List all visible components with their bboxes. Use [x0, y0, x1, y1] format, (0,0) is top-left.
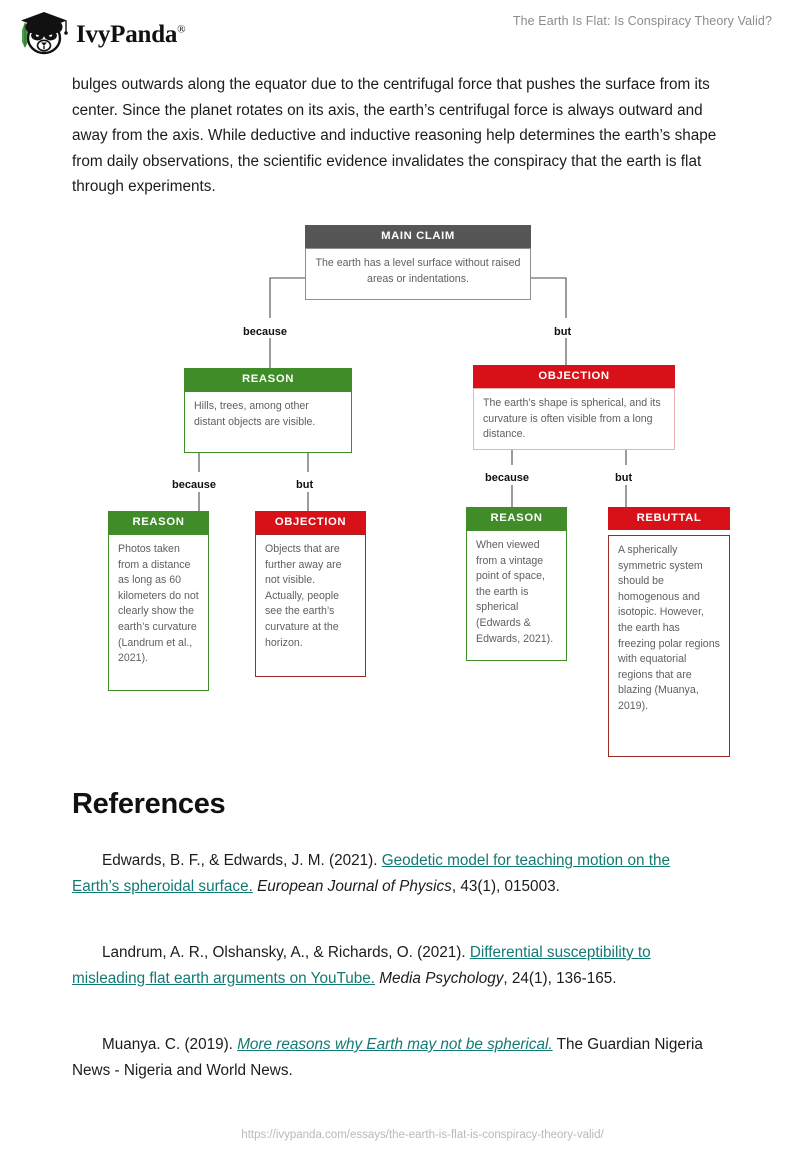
node-reason-l1-body: Photos taken from a distance as long as … — [108, 534, 209, 691]
body-paragraph: bulges outwards along the equator due to… — [72, 76, 717, 196]
node-reason-left-body: Hills, trees, among other distant object… — [184, 391, 352, 453]
reference-item-3: Muanya. C. (2019). More reasons why Eart… — [72, 1032, 718, 1083]
footer-url: https://ivypanda.com/essays/the-earth-is… — [241, 1129, 604, 1141]
node-main-claim-header: MAIN CLAIM — [305, 225, 531, 248]
node-objection-l2: OBJECTION Objects that are further away … — [255, 511, 366, 677]
brand-registered-mark: ® — [177, 23, 186, 36]
node-objection-right-body: The earth’s shape is spherical, and its … — [473, 388, 675, 450]
reference-2-detail: , 24(1), 136-165. — [503, 969, 617, 987]
panda-graduate-logo-icon — [21, 12, 68, 55]
page-header: IvyPanda® The Earth Is Flat: Is Conspira… — [0, 0, 800, 62]
reference-3-link[interactable]: More reasons why Earth may not be spheri… — [237, 1036, 553, 1053]
reference-item-2: Landrum, A. R., Olshansky, A., & Richard… — [72, 940, 718, 991]
reference-2-authors: Landrum, A. R., Olshansky, A., & Richard… — [102, 944, 470, 961]
edge-label-because-3: because — [485, 472, 530, 484]
site-logo[interactable]: IvyPanda® — [14, 8, 186, 58]
node-rebuttal-r2-body: A spherically symmetric system should be… — [608, 535, 730, 757]
node-reason-left-header: REASON — [184, 368, 352, 391]
node-objection-right: OBJECTION The earth’s shape is spherical… — [473, 365, 675, 450]
node-objection-right-header: OBJECTION — [473, 365, 675, 388]
reference-3-detail: The Guardian Nigeria News - Nigeria and … — [72, 1036, 703, 1079]
node-rebuttal-r2-header: REBUTTAL — [608, 507, 730, 530]
node-reason-r1-body: When viewed from a vintage point of spac… — [466, 530, 567, 661]
reference-1-detail: , 43(1), 015003. — [451, 877, 560, 895]
argument-diagram: MAIN CLAIM The earth has a level surface… — [0, 205, 800, 780]
edge-label-because-1: because — [243, 326, 288, 338]
node-reason-l1: REASON Photos taken from a distance as l… — [108, 511, 209, 691]
node-objection-l2-header: OBJECTION — [255, 511, 366, 534]
document-title: The Earth Is Flat: Is Conspiracy Theory … — [512, 14, 772, 28]
node-reason-r1-header: REASON — [466, 507, 567, 530]
node-reason-l1-header: REASON — [108, 511, 209, 534]
edge-label-but-1: but — [554, 326, 572, 338]
edge-label-because-2: because — [172, 479, 217, 491]
reference-1-journal: European Journal of Physics — [252, 877, 452, 895]
node-reason-left: REASON Hills, trees, among other distant… — [184, 368, 352, 453]
node-reason-r1: REASON When viewed from a vintage point … — [466, 507, 567, 661]
node-objection-l2-body: Objects that are further away are not vi… — [255, 534, 366, 677]
node-rebuttal-r2: REBUTTAL — [608, 507, 730, 530]
brand-name: IvyPanda® — [76, 21, 186, 49]
edge-label-but-2: but — [296, 479, 314, 491]
node-main-claim-body: The earth has a level surface without ra… — [305, 248, 531, 300]
brand-label: IvyPanda — [76, 21, 178, 48]
reference-2-link[interactable]: Differential susceptibility to misleadin… — [72, 944, 651, 987]
reference-2-journal: Media Psychology — [375, 969, 504, 987]
reference-1-authors: Edwards, B. F., & Edwards, J. M. (2021). — [102, 852, 382, 869]
reference-3-authors: Muanya. C. (2019). — [102, 1036, 238, 1053]
reference-1-link[interactable]: Geodetic model for teaching motion on th… — [72, 852, 670, 895]
references-heading: References — [72, 788, 226, 820]
reference-item-1: Edwards, B. F., & Edwards, J. M. (2021).… — [72, 848, 718, 899]
edge-label-but-3: but — [615, 472, 633, 484]
node-main-claim: MAIN CLAIM The earth has a level surface… — [305, 225, 531, 300]
